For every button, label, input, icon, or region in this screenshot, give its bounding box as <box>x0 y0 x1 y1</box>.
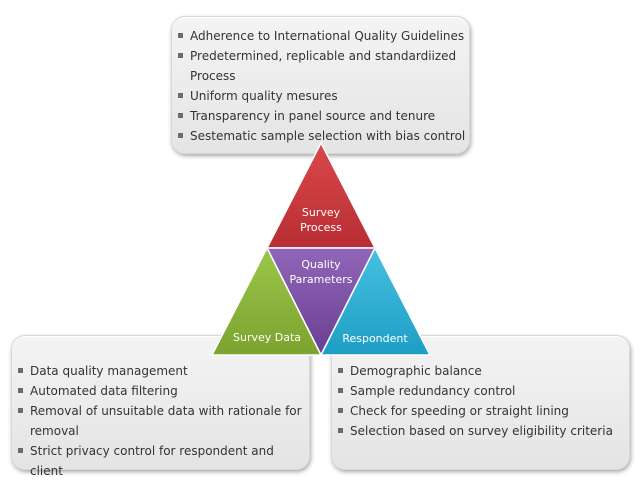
list-item: Demographic balance <box>336 361 629 381</box>
survey-data-box: Data quality management Automated data f… <box>11 335 310 478</box>
list-item: Removal of unsuitable data with rational… <box>16 401 309 421</box>
list-item-continuation: Process <box>190 69 236 83</box>
respondent-label: Respondent <box>342 332 408 345</box>
list-item-continuation: removal <box>30 424 79 438</box>
list-item: Uniform quality mesures <box>176 86 469 106</box>
list-item: Sample redundancy control <box>336 381 629 401</box>
list-item: Transparency in panel source and tenure <box>176 106 469 126</box>
list-item: Sestematic sample selection with bias co… <box>176 126 469 146</box>
survey-data-triangle <box>210 246 323 356</box>
respondent-triangle <box>319 246 432 356</box>
survey-data-label: Survey Data <box>233 331 301 344</box>
quality-parameters-label-line1: Quality <box>301 258 341 271</box>
survey-process-list: Adherence to International Quality Guide… <box>176 26 469 146</box>
list-item: Data quality management <box>16 361 309 381</box>
survey-process-label-line1: Survey <box>302 206 341 219</box>
list-item: Automated data filtering <box>16 381 309 401</box>
list-item: Adherence to International Quality Guide… <box>176 26 469 46</box>
list-item: Strict privacy control for respondent an… <box>16 441 309 481</box>
list-item: Check for speeding or straight lining <box>336 401 629 421</box>
survey-process-label-line2: Process <box>300 221 342 234</box>
respondent-list: Demographic balance Sample redundancy co… <box>336 361 629 441</box>
list-item: Predetermined, replicable and standardii… <box>176 46 469 66</box>
respondent-box: Demographic balance Sample redundancy co… <box>331 335 630 470</box>
quality-parameters-label-line2: Parameters <box>290 273 353 286</box>
list-item: Selection based on survey eligibility cr… <box>336 421 629 441</box>
survey-process-box: Adherence to International Quality Guide… <box>171 16 470 154</box>
survey-data-list: Data quality management Automated data f… <box>16 361 309 481</box>
